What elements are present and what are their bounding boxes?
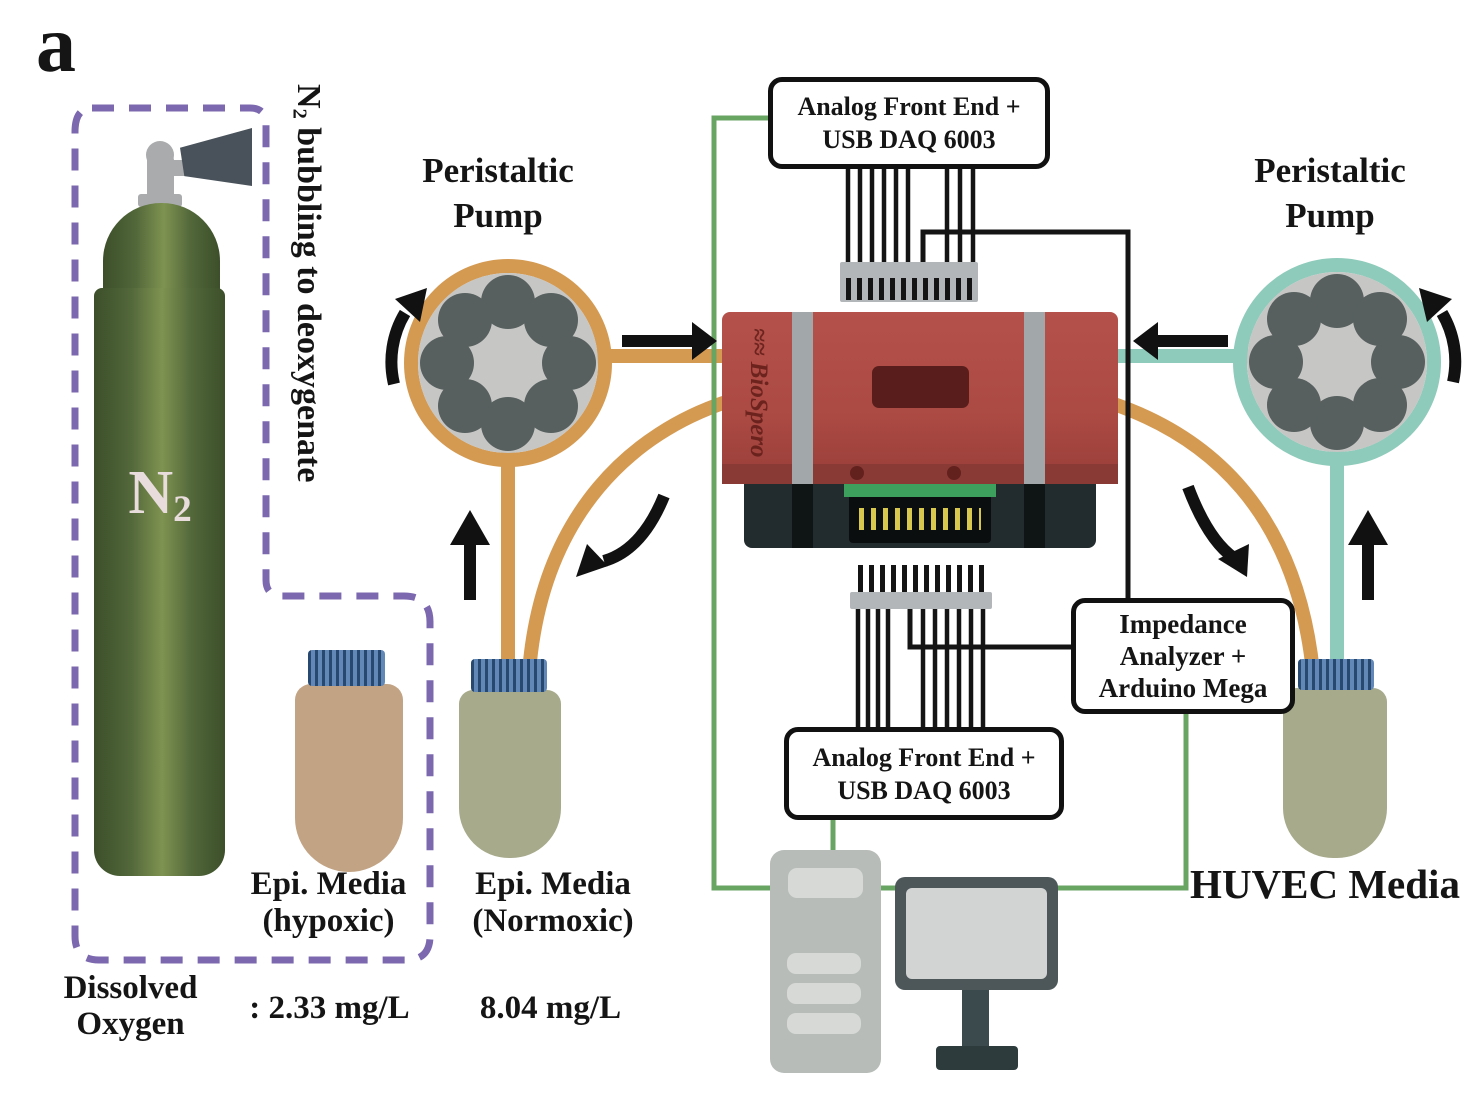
pc-tower xyxy=(770,850,881,1073)
impedance-line3: Arduino Mega xyxy=(1098,673,1268,703)
arrow-rotation-right-icon xyxy=(1436,309,1462,384)
monitor-screen xyxy=(906,888,1047,979)
afe-top-box: Analog Front End + USB DAQ 6003 xyxy=(768,77,1050,169)
device-chip-pins xyxy=(859,508,981,530)
afe-bottom-line1: Analog Front End + xyxy=(812,742,1036,772)
arrow-return-left-icon xyxy=(602,493,670,567)
impedance-line1: Impedance xyxy=(1119,609,1247,639)
pump-right-label: Peristaltic Pump xyxy=(1254,151,1406,235)
device-strap-right-lower xyxy=(1024,484,1045,548)
wire-bottom-connector-to-impedance xyxy=(907,606,1074,650)
bottle-hypoxic-body xyxy=(295,684,403,872)
n2-bubbling-note: N2 bubbling to deoxygenate xyxy=(288,84,327,483)
pump-rollers-right xyxy=(1249,274,1425,450)
impedance-box: Impedance Analyzer + Arduino Mega xyxy=(1071,598,1295,714)
monitor-base xyxy=(936,1046,1018,1070)
normoxic-media-label: Epi. Media (Normoxic) xyxy=(472,866,634,939)
tube-device-to-bottle-left xyxy=(522,395,729,673)
pc-tower-vent-1 xyxy=(787,953,861,974)
n2-cylinder-body xyxy=(94,288,225,876)
afe-top-line2: USB DAQ 6003 xyxy=(822,125,996,154)
bottle-normoxic-cap xyxy=(471,659,547,692)
flow-arrows xyxy=(385,288,1462,600)
pump-ring-left xyxy=(404,259,612,467)
hypoxic-media-label: Epi. Media (hypoxic) xyxy=(250,866,407,939)
huvec-media-label: HUVEC Media xyxy=(1190,861,1460,907)
dissolved-oxygen-label: Dissolved Oxygen xyxy=(63,970,198,1042)
pump-left-label: Peristaltic Pump xyxy=(422,151,574,235)
device-brand-engraving: ≈≈ BioSpero xyxy=(745,328,772,458)
connector-teeth xyxy=(846,278,972,300)
device-screw-left xyxy=(850,466,864,480)
arrow-return-right-icon xyxy=(1182,484,1238,563)
deoxygenation-dashed-outline xyxy=(71,104,434,964)
impedance-signal-wires xyxy=(907,229,1131,650)
n2-cylinder-label: N2 xyxy=(128,459,192,531)
ribbon-connector-bottom-teeth xyxy=(858,565,988,593)
bottle-normoxic-body xyxy=(459,690,561,858)
device-strap-right xyxy=(1024,312,1045,484)
pc-tower-vent-2 xyxy=(787,983,861,1004)
bottle-huvec-body xyxy=(1283,688,1387,858)
n2-cylinder-dome xyxy=(103,203,220,303)
wire-top-connector-to-impedance xyxy=(920,229,1131,601)
arrow-up-left-icon xyxy=(450,510,490,600)
panel-letter: a xyxy=(36,1,76,89)
tube-device-to-bottle-right xyxy=(1111,397,1320,673)
dissolved-oxygen-normoxic-value: 8.04 mg/L xyxy=(479,990,622,1026)
afe-bottom-box: Analog Front End + USB DAQ 6003 xyxy=(784,727,1064,820)
arrow-right-icon xyxy=(622,322,717,360)
green-wire-main xyxy=(711,115,1189,891)
monitor-frame xyxy=(895,877,1058,990)
monitor-stand xyxy=(962,988,989,1050)
ribbon-connector-top xyxy=(840,262,978,302)
ribbon-connector-bottom xyxy=(850,592,992,609)
pump-ring-right xyxy=(1233,258,1441,466)
device-recess xyxy=(872,366,969,408)
arrow-return-left-head xyxy=(576,544,608,577)
bottle-huvec-cap xyxy=(1298,659,1374,690)
left-tubing xyxy=(404,259,730,673)
device-strap-left-lower xyxy=(792,484,813,548)
arrow-up-right-icon xyxy=(1348,510,1388,600)
ribbon-cables xyxy=(845,158,986,729)
biospero-device xyxy=(722,312,1118,548)
arrow-left-icon xyxy=(1133,322,1228,360)
bottle-hypoxic-cap xyxy=(308,650,385,686)
right-tubing xyxy=(1110,258,1441,673)
pc-tower-vent-3 xyxy=(787,1013,861,1034)
impedance-line2: Analyzer + xyxy=(1119,641,1247,671)
arrow-rotation-left-icon xyxy=(385,309,411,386)
device-lip xyxy=(722,464,1118,484)
afe-bottom-line2: USB DAQ 6003 xyxy=(837,775,1011,805)
device-strap-left xyxy=(792,312,813,484)
afe-top-line1: Analog Front End + xyxy=(797,92,1021,121)
arrow-rotation-left-head xyxy=(395,288,427,322)
dissolved-oxygen-hypoxic-value: : 2.33 mg/L xyxy=(249,990,410,1026)
device-pcb xyxy=(844,484,996,497)
wave-icon: ≈≈ xyxy=(745,328,772,362)
pump-rollers-left xyxy=(420,275,596,451)
arrow-rotation-right-head xyxy=(1419,288,1452,322)
arrow-return-right-head xyxy=(1218,544,1249,577)
device-screw-right xyxy=(947,466,961,480)
pc-tower-drive-slot xyxy=(788,868,863,898)
